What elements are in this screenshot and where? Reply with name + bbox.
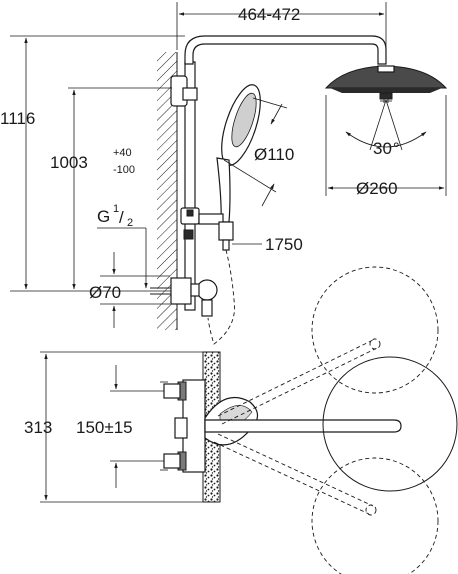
hose-length-label: 1750 (265, 235, 303, 254)
rail-height-label: 1003 (50, 153, 88, 172)
head-shower-position-circle (322, 356, 458, 492)
head-shower-alt-position-lower (311, 457, 439, 574)
rail-height-dimension (68, 87, 172, 290)
thread-fraction-numerator: 1 (113, 203, 119, 215)
swivel-arm (204, 419, 402, 433)
head-shower-diameter-dimension (325, 95, 447, 196)
thread-size-letter: G (97, 207, 110, 226)
shower-hose (207, 249, 236, 345)
inlet-spacing-label: 150±15 (76, 418, 133, 437)
head-shower-alt-position-upper (311, 266, 439, 394)
rosette-diameter-dimension (100, 252, 170, 328)
thread-fraction-denominator: 2 (127, 217, 133, 229)
mixer-height-label: 313 (24, 418, 52, 437)
hand-shower-diameter-label: Ø110 (254, 145, 294, 164)
tilt-angle-indicator (345, 99, 427, 151)
hand-shower (216, 84, 261, 223)
total-height-dimension (10, 35, 185, 292)
swivel-arm-alt-upper (217, 338, 381, 425)
total-height-label: 1116 (0, 109, 35, 128)
arm-projection-dimension (176, 2, 387, 60)
mixer-height-dimension (40, 351, 205, 503)
swivel-arm-alt-lower (213, 433, 377, 516)
shower-arm (184, 35, 387, 65)
head-shower-diameter-label: Ø260 (356, 179, 398, 198)
rail-height-tolerance-plus: +40 (113, 147, 132, 159)
head-shower (324, 65, 448, 103)
rosette-diameter-label: Ø70 (89, 283, 121, 302)
thread-fraction-slash: / (119, 208, 124, 227)
arm-projection-label: 464-472 (238, 5, 300, 24)
rail-small-marker (183, 229, 194, 240)
rail-height-tolerance-minus: -100 (113, 164, 135, 176)
thread-size-leader (97, 227, 148, 289)
inlet-spacing-dimension (110, 365, 168, 488)
hand-shower-diameter-dimension (223, 97, 288, 207)
hand-shower-holder (180, 207, 234, 251)
thermostat-mixer (163, 379, 206, 473)
tilt-angle-label: 30° (373, 139, 400, 158)
wall-elbow-connector (150, 277, 218, 317)
